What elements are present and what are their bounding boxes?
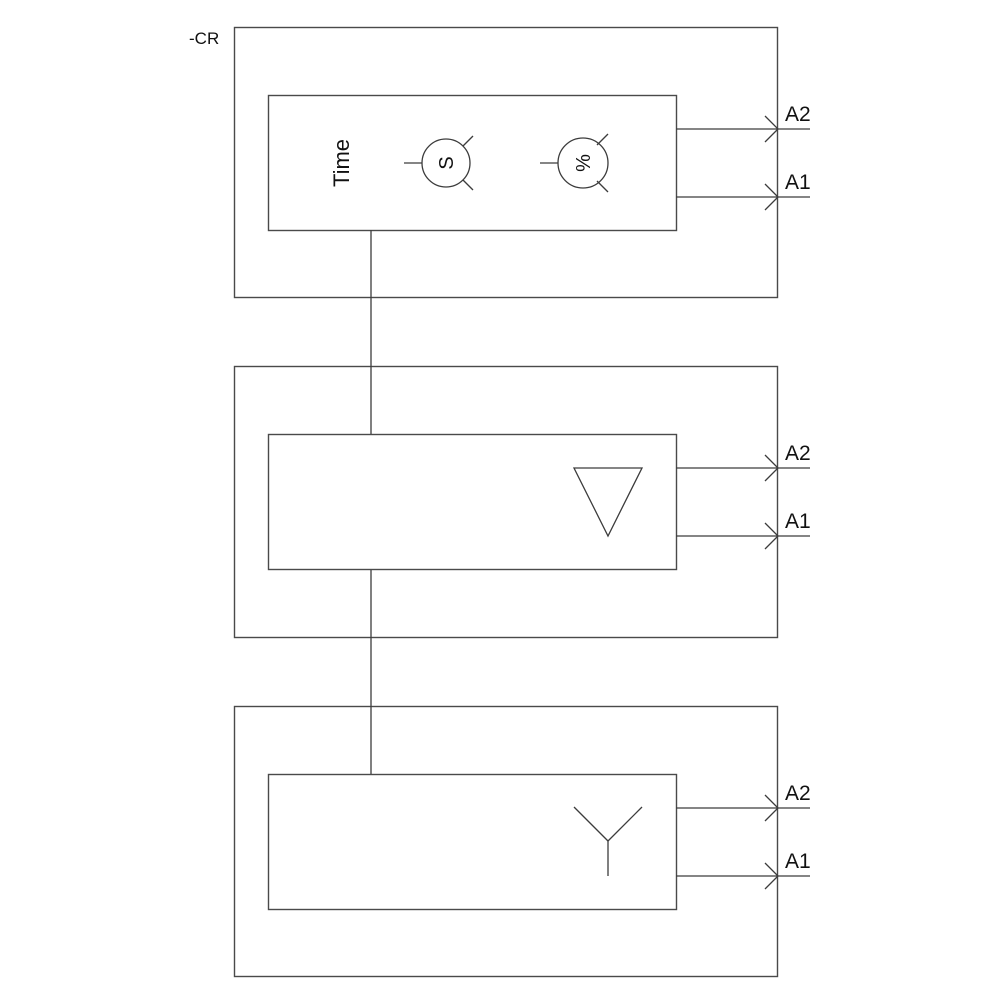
percent-dial-icon: % [540, 133, 609, 193]
terminal-a1: A1 [676, 850, 811, 890]
terminal-a2: A2 [676, 442, 811, 482]
terminal-a1: A1 [676, 171, 811, 211]
block-star-module: A2 A1 [233, 705, 811, 978]
delta-triangle-icon [572, 467, 644, 538]
inner-frame [267, 433, 678, 571]
block-delta-module: A2 A1 [233, 365, 811, 639]
svg-text:A1: A1 [785, 171, 811, 194]
block-time-relay: Time S % A2 A1 [233, 26, 811, 299]
svg-text:A2: A2 [785, 103, 811, 126]
star-wye-icon [573, 806, 643, 876]
svg-text:A1: A1 [785, 510, 811, 533]
terminal-a2: A2 [676, 103, 811, 143]
svg-text:S: S [436, 156, 458, 169]
seconds-dial-icon: S [404, 135, 474, 191]
terminal-a2: A2 [676, 782, 811, 822]
svg-text:A2: A2 [785, 782, 811, 805]
svg-text:A1: A1 [785, 850, 811, 873]
terminal-a1: A1 [676, 510, 811, 550]
svg-text:A2: A2 [785, 442, 811, 465]
time-label: Time [329, 139, 354, 187]
designation-label: -CR [189, 29, 219, 48]
inner-frame [267, 773, 678, 911]
svg-text:%: % [573, 154, 595, 172]
